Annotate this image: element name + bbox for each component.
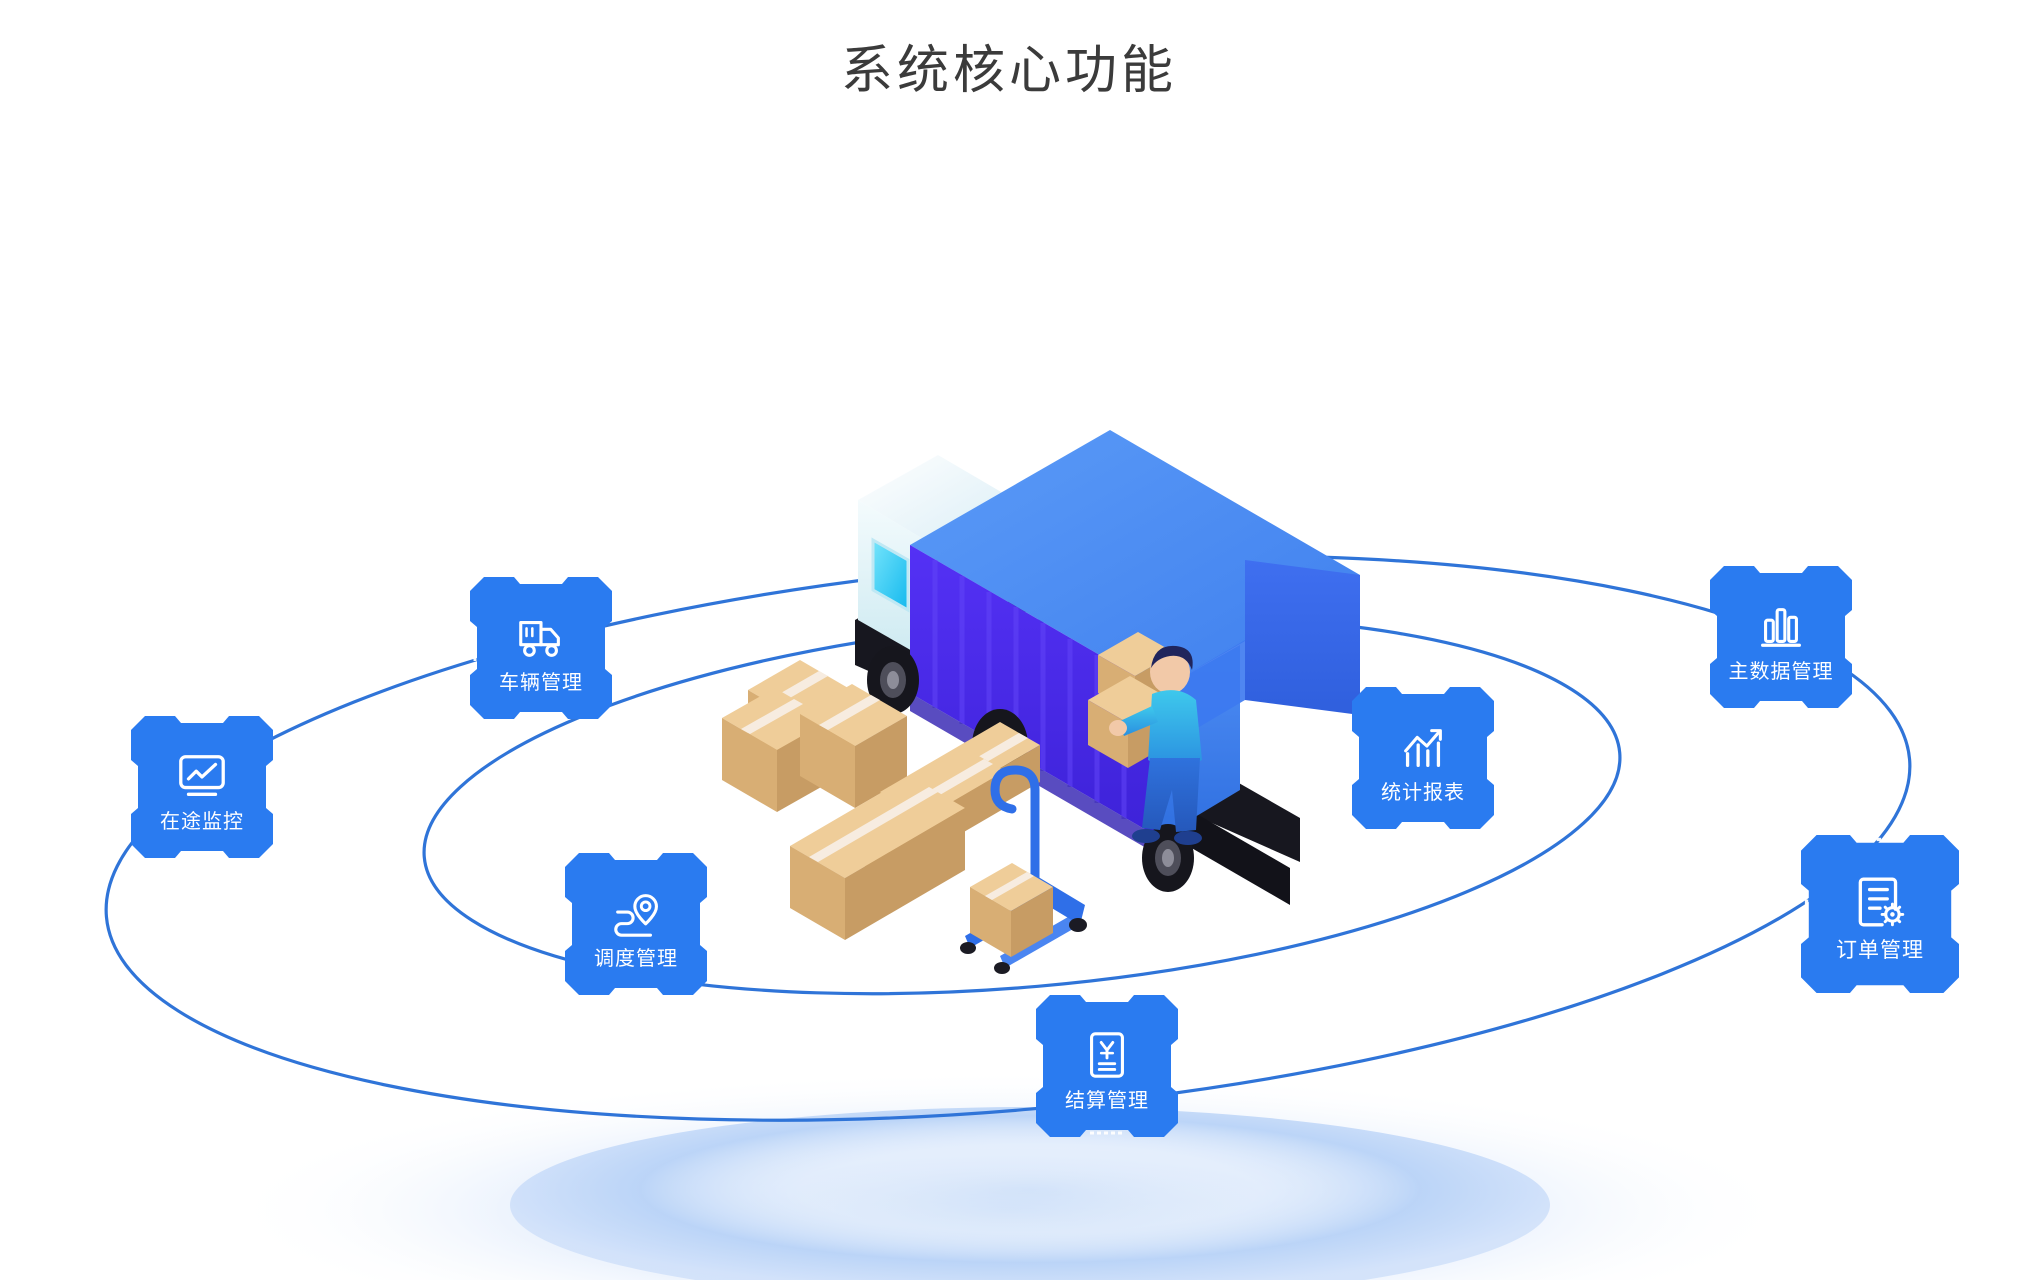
card-shape — [565, 853, 707, 995]
box — [790, 776, 965, 940]
card-shape — [1710, 566, 1852, 708]
card-label: 调度管理 — [594, 947, 678, 970]
box — [970, 863, 1053, 957]
worker-arm — [1118, 706, 1158, 736]
card-vehicle-management[interactable]: 车辆管理 — [470, 577, 612, 719]
worker-carrying-boxes — [1088, 632, 1202, 845]
wheel-front — [867, 646, 919, 714]
card-statistical-reports[interactable]: 统计报表 — [1352, 687, 1494, 829]
worker-pants — [1142, 758, 1200, 832]
route-pin-icon — [614, 893, 658, 937]
box — [800, 684, 907, 808]
worker-shirt — [1148, 690, 1202, 768]
document-gear-icon — [1858, 877, 1905, 927]
worker-head — [1150, 650, 1190, 694]
card-master-data-management[interactable]: 主数据管理 — [1710, 566, 1852, 708]
card-dispatch-management[interactable]: 调度管理 — [565, 853, 707, 995]
cardboard-boxes-row — [790, 722, 1040, 940]
card-label: 主数据管理 — [1728, 660, 1834, 683]
page-title: 系统核心功能 — [840, 42, 1177, 100]
yuan-document-icon — [1090, 1031, 1124, 1078]
card-shape — [1352, 687, 1494, 829]
card-label: 结算管理 — [1065, 1089, 1149, 1112]
card-settlement-management[interactable]: 结算管理 — [1036, 995, 1178, 1137]
pallet-jack — [960, 765, 1087, 974]
cardboard-boxes-left — [722, 660, 907, 812]
monitor-line-chart-icon — [179, 754, 225, 796]
bar-chart-icon — [1761, 607, 1801, 647]
card-in-transit-monitoring[interactable]: 在途监控 — [131, 716, 273, 858]
truck-icon — [519, 620, 560, 657]
card-label: 车辆管理 — [499, 671, 583, 694]
card-shape — [470, 577, 612, 719]
bar-chart-arrow-icon — [1404, 728, 1442, 767]
card-label: 在途监控 — [160, 810, 244, 833]
card-shape — [1036, 995, 1178, 1137]
card-order-management[interactable]: 订单管理 — [1801, 835, 1959, 993]
card-label: 订单管理 — [1836, 939, 1924, 962]
card-label: 统计报表 — [1381, 781, 1465, 804]
card-shape — [1801, 835, 1959, 993]
inner-glow-ellipse — [510, 1107, 1550, 1280]
worker-hair — [1151, 645, 1193, 670]
cab-window — [871, 537, 910, 613]
